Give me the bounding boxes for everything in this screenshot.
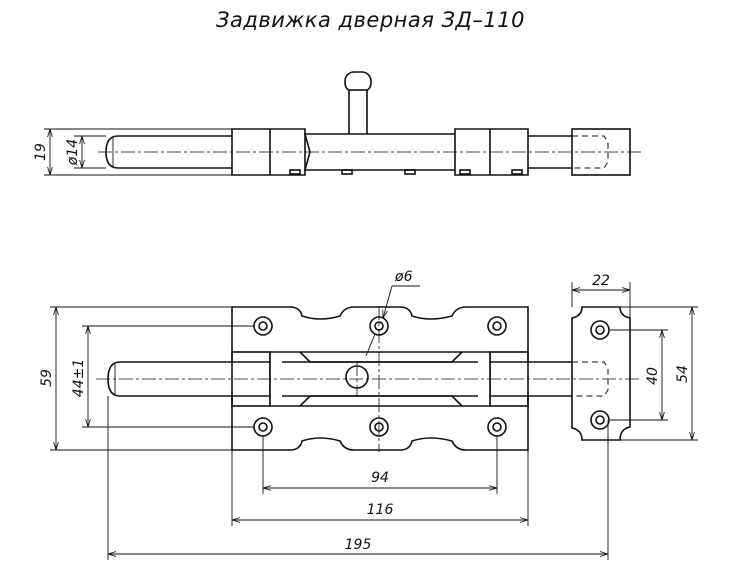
front-view: 59 44±1 ø6 22 40 54 94 116 bbox=[39, 269, 698, 560]
dim-d14-label: ø14 bbox=[65, 139, 81, 166]
side-knob bbox=[344, 71, 372, 93]
dim-22-label: 22 bbox=[592, 273, 610, 289]
dim-195-label: 195 bbox=[345, 537, 372, 553]
dim-59-label: 59 bbox=[39, 369, 55, 387]
dim-54-label: 54 bbox=[675, 365, 691, 383]
dim-44-label: 44±1 bbox=[71, 359, 87, 397]
dim-94-label: 94 bbox=[371, 470, 389, 486]
side-view: 19 ø14 bbox=[33, 71, 642, 176]
dim-40-label: 40 bbox=[645, 367, 661, 385]
side-knob-stem bbox=[348, 89, 368, 137]
drawing-title: Задвижка дверная ЗД–110 bbox=[215, 8, 526, 32]
dim-116-label: 116 bbox=[367, 502, 394, 518]
dim-19-label: 19 bbox=[33, 143, 49, 161]
dim-d6-label: ø6 bbox=[394, 269, 413, 285]
